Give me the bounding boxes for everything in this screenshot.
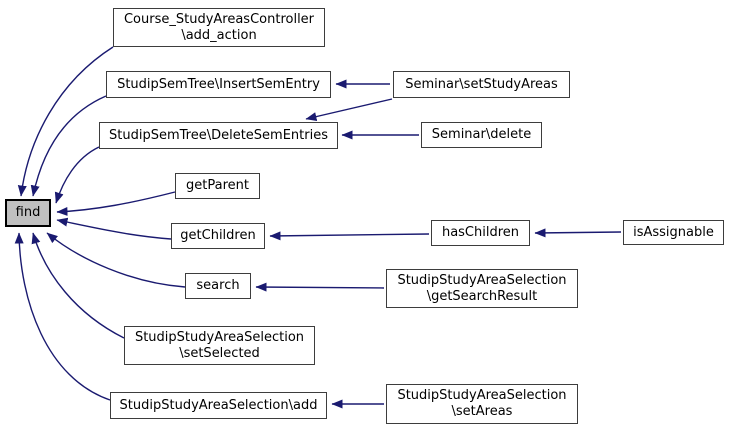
edge-haschildren-to-getchildren [269, 231, 430, 241]
node-seminar-delete[interactable]: Seminar\delete [421, 122, 542, 148]
edge-setstudyareas-to-deletesementries [305, 98, 393, 122]
edge-search-to-find [46, 232, 186, 288]
edge-deletesementries-to-find [54, 146, 100, 204]
node-course-studyareascontroller-add-action[interactable]: Course_StudyAreasController \add_action [113, 8, 325, 47]
node-studipstudyareaselection-getsearchresult[interactable]: StudipStudyAreaSelection \getSearchResul… [386, 269, 578, 308]
edge-add-to-find [14, 232, 111, 401]
node-getchildren[interactable]: getChildren [171, 223, 265, 249]
edge-getparent-to-find [56, 191, 176, 216]
node-getparent[interactable]: getParent [175, 173, 260, 199]
edge-getsearchresult-to-search [255, 282, 385, 292]
node-studipsemtree-deletesementries[interactable]: StudipSemTree\DeleteSemEntries [99, 122, 338, 149]
node-seminar-setstudyareas[interactable]: Seminar\setStudyAreas [393, 71, 570, 98]
edge-isassignable-to-haschildren [534, 228, 622, 238]
node-studipstudyareaselection-add[interactable]: StudipStudyAreaSelection\add [110, 392, 327, 419]
node-search[interactable]: search [185, 273, 251, 299]
node-studipstudyareaselection-setareas[interactable]: StudipStudyAreaSelection \setAreas [386, 384, 578, 424]
edge-getchildren-to-find [56, 217, 172, 240]
edge-insertsementry-to-find [30, 95, 107, 197]
node-studipsemtree-insertsementry[interactable]: StudipSemTree\InsertSemEntry [106, 71, 331, 98]
node-isassignable[interactable]: isAssignable [623, 220, 724, 245]
edge-setselected-to-find [31, 232, 125, 339]
node-find[interactable]: find [5, 199, 51, 227]
node-haschildren[interactable]: hasChildren [431, 220, 530, 246]
node-studipstudyareaselection-setselected[interactable]: StudipStudyAreaSelection \setSelected [124, 326, 315, 365]
